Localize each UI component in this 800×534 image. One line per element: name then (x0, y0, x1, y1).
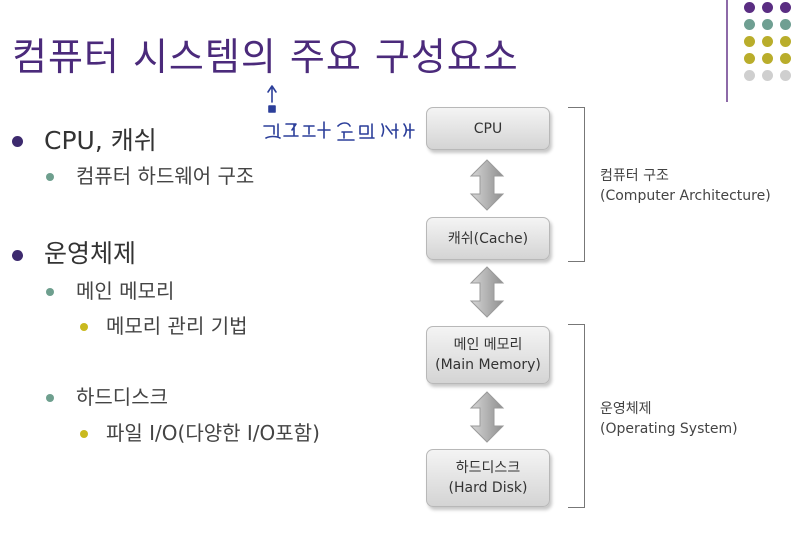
bullet-cpu: CPU, 캐쉬 (44, 126, 157, 155)
bullet-memory-sub: 메모리 관리 기법 (106, 314, 248, 338)
architecture-group-label: 컴퓨터 구조 (Computer Architecture) (600, 166, 771, 206)
architecture-label-ko: 컴퓨터 구조 (600, 168, 669, 184)
handwritten-note (258, 80, 428, 154)
hard-disk-box: 하드디스크 (Hard Disk) (426, 449, 550, 507)
bullet-marker (46, 288, 54, 296)
bullet-os: 운영체제 (44, 239, 137, 268)
architecture-bracket (568, 107, 585, 262)
decorative-divider (726, 0, 728, 102)
bullet-marker (80, 323, 88, 331)
bullet-marker (46, 173, 54, 181)
handwritten-pointer-icon (263, 85, 415, 141)
hard-disk-label-en: (Hard Disk) (448, 480, 528, 496)
bullet-cpu-sub: 컴퓨터 하드웨어 구조 (76, 164, 255, 188)
cpu-box: CPU (426, 107, 550, 150)
double-arrow-icon (468, 158, 506, 216)
main-memory-box: 메인 메모리 (Main Memory) (426, 326, 550, 384)
double-arrow-icon (468, 265, 506, 323)
hard-disk-label-ko: 하드디스크 (455, 460, 521, 476)
bullet-marker (46, 394, 54, 402)
double-arrow-icon (468, 390, 506, 448)
bullet-disk-sub: 파일 I/O(다양한 I/O포함) (106, 421, 320, 445)
architecture-label-en: (Computer Architecture) (600, 188, 771, 204)
main-memory-label-en: (Main Memory) (435, 357, 541, 373)
cpu-label: CPU (473, 120, 503, 137)
main-memory-label-ko: 메인 메모리 (453, 337, 523, 353)
bullet-marker (80, 430, 88, 438)
os-label-en: (Operating System) (600, 421, 738, 437)
os-label-ko: 운영체제 (600, 401, 652, 417)
cache-label: 캐쉬(Cache) (447, 230, 529, 247)
cache-box: 캐쉬(Cache) (426, 217, 550, 260)
os-group-label: 운영체제 (Operating System) (600, 399, 738, 439)
bullet-memory: 메인 메모리 (76, 279, 175, 303)
os-bracket (568, 324, 585, 508)
slide-title: 컴퓨터 시스템의 주요 구성요소 (12, 35, 519, 79)
bullet-marker (12, 250, 23, 261)
bullet-marker (12, 136, 23, 147)
bullet-disk: 하드디스크 (76, 385, 168, 409)
